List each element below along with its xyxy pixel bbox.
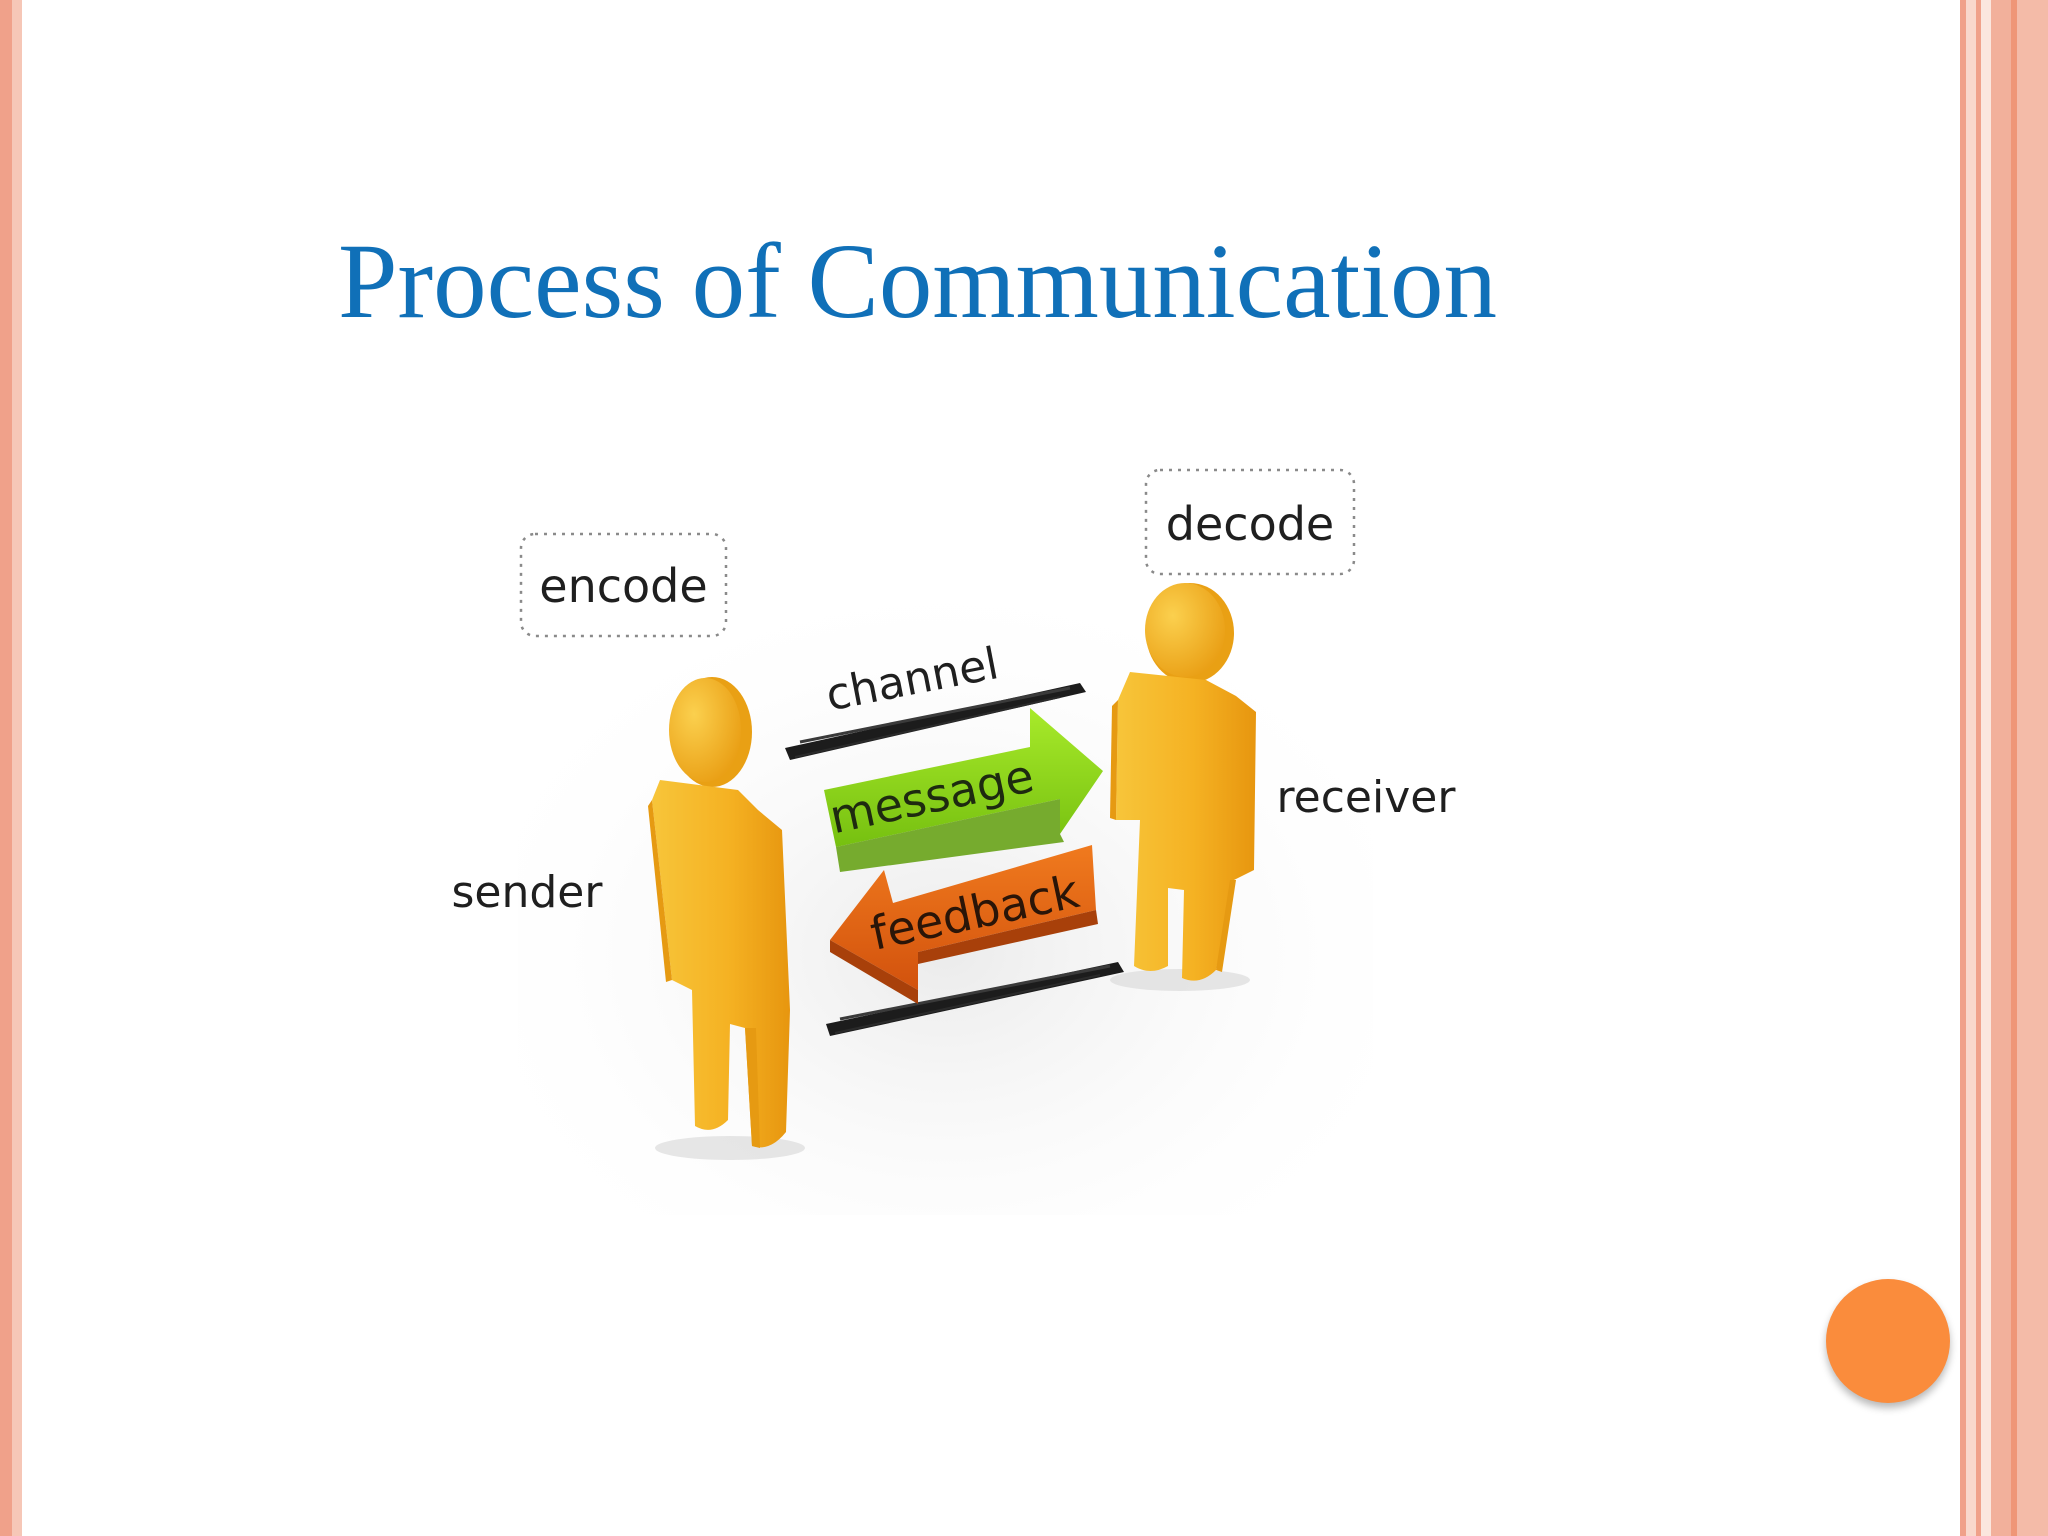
left-border-stripe (0, 0, 22, 1536)
channel-stroke-bottom (826, 962, 1124, 1036)
decode-label: decode (1166, 497, 1334, 551)
channel-stroke-top (785, 683, 1086, 760)
encode-box: encode (519, 532, 728, 638)
right-border-stripes (1955, 0, 2048, 1536)
sender-figure (648, 677, 805, 1160)
receiver-label: receiver (1277, 772, 1457, 823)
receiver-figure (1110, 583, 1256, 991)
slide-title: Process of Communication (338, 223, 1498, 341)
decode-box: decode (1144, 468, 1356, 576)
sender-label: sender (452, 867, 604, 918)
encode-label: encode (539, 559, 707, 613)
accent-circle (1826, 1279, 1950, 1403)
